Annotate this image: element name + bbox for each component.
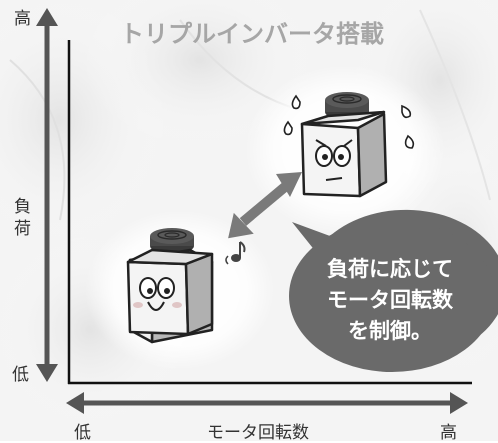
stressed-cube-icon [300, 92, 388, 198]
y-axis-high-label: 高 [14, 9, 31, 29]
callout-line-3: を制御。 [348, 319, 432, 343]
x-axis-high-label: 高 [440, 423, 457, 443]
x-axis-low-label: 低 [74, 423, 91, 443]
x-axis-label: モータ回転数 [207, 423, 309, 443]
callout-line-1: 負荷に応じて [327, 257, 453, 281]
callout-bubble [289, 209, 498, 372]
y-axis-label: 負荷 [14, 197, 31, 239]
music-note-icon [225, 241, 246, 265]
sweat-drop-icon [283, 94, 415, 149]
y-axis-low-label: 低 [12, 365, 29, 385]
diagram-title: トリプルインバータ搭載 [120, 20, 384, 48]
callout-text: 負荷に応じて モータ回転数 を制御。 [290, 254, 490, 347]
double-arrow-icon [228, 172, 302, 239]
happy-cube-icon [126, 228, 214, 344]
callout-line-2: モータ回転数 [327, 288, 453, 312]
